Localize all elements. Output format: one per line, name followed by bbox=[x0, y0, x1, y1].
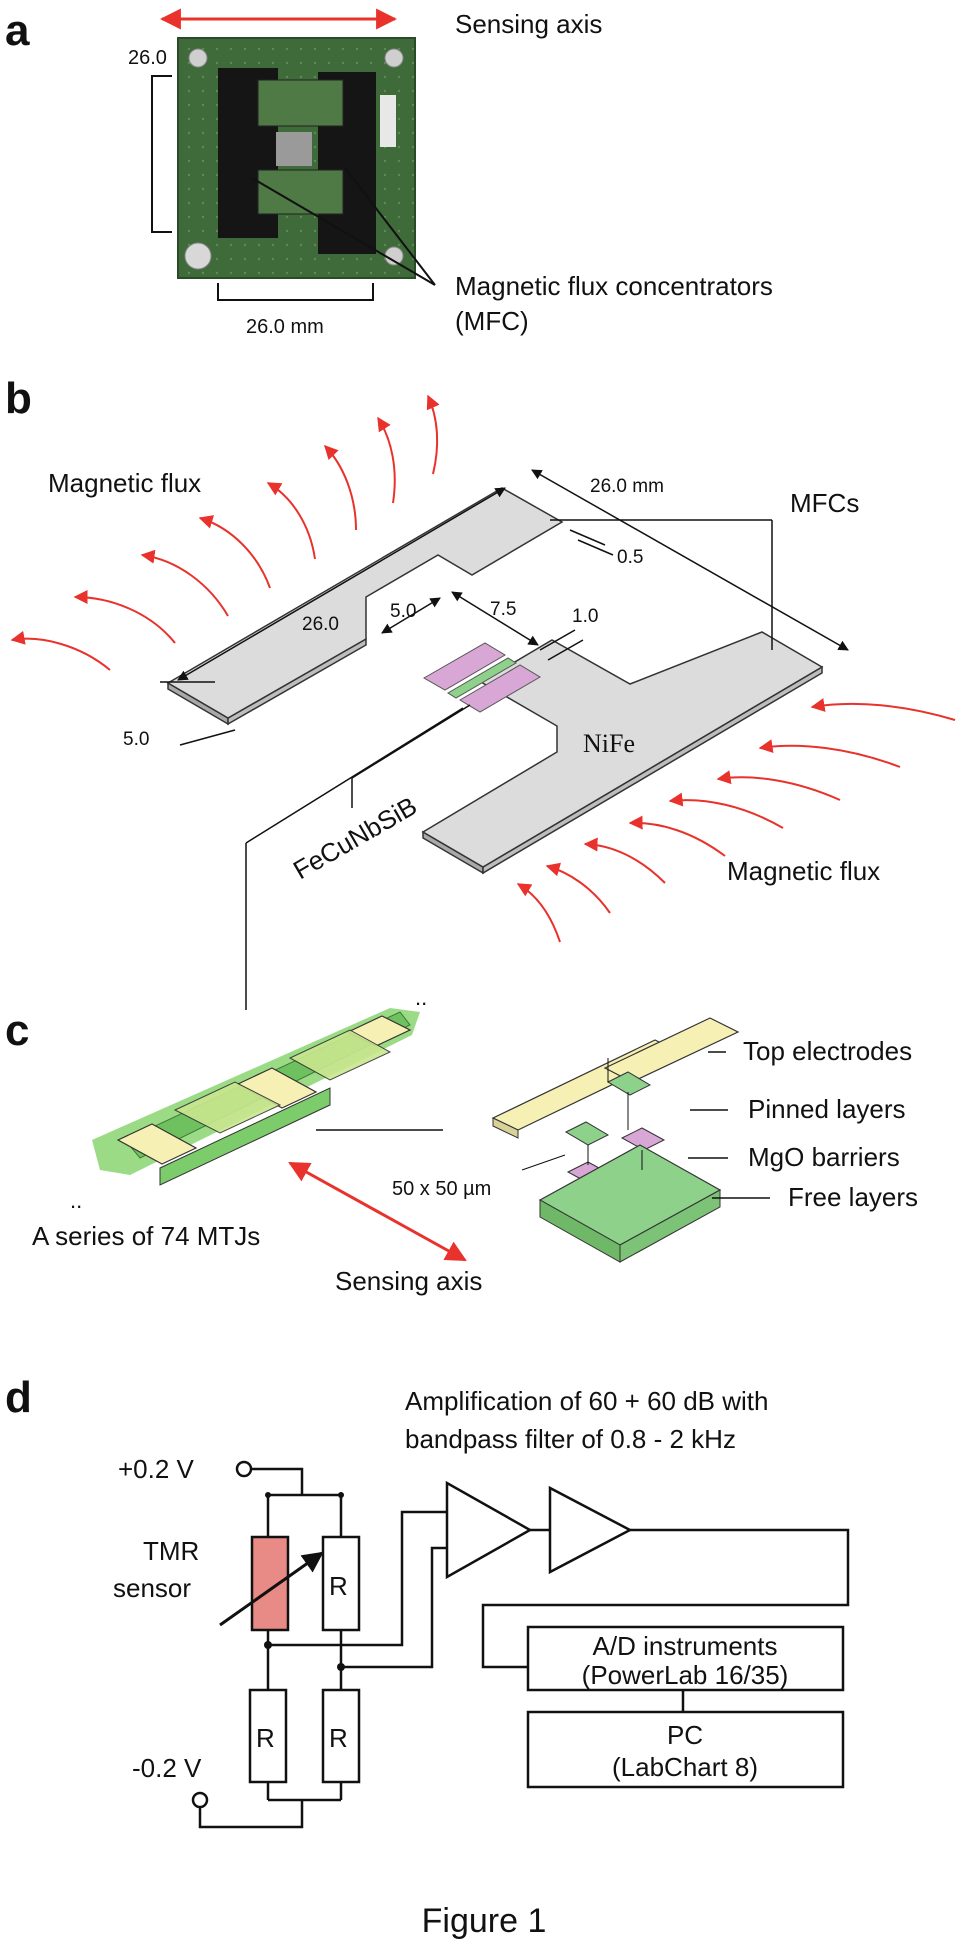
flux-arrows-lower-right bbox=[516, 698, 956, 943]
dim-7-5: 7.5 bbox=[490, 599, 516, 620]
sensing-axis-label: Sensing axis bbox=[455, 9, 602, 39]
width-5-0-bottom-mark-b bbox=[179, 729, 236, 746]
pinned-layers-label: Pinned layers bbox=[748, 1094, 906, 1124]
panel-letter-c: c bbox=[5, 1006, 29, 1055]
flux-label-left: Magnetic flux bbox=[48, 468, 201, 498]
top-electrodes-label: Top electrodes bbox=[743, 1036, 912, 1066]
free-layers-label: Free layers bbox=[788, 1182, 918, 1212]
tmr-label-line2: sensor bbox=[113, 1573, 191, 1603]
resistor-bottom-right bbox=[321, 1688, 361, 1784]
pc-line1: PC bbox=[667, 1720, 703, 1750]
dim-1-0: 1.0 bbox=[572, 606, 598, 627]
height-dimension bbox=[151, 75, 172, 233]
panel-a: a Sensing axis 26.0 26.0 mm Magnetic flu… bbox=[5, 6, 773, 338]
circuit-wires bbox=[198, 1467, 850, 1829]
vplus-terminal bbox=[235, 1460, 253, 1478]
flux-arrows-upper-left bbox=[10, 394, 440, 671]
flux-label-right: Magnetic flux bbox=[727, 856, 880, 886]
series-ellipsis-top: .. bbox=[415, 985, 427, 1010]
mfc-label-line1: Magnetic flux concentrators bbox=[455, 271, 773, 301]
dim-5-0-top: 5.0 bbox=[390, 601, 416, 622]
gap-0-5-mark-a bbox=[569, 529, 606, 546]
mtj-exploded bbox=[491, 1017, 740, 1263]
pcb-photo bbox=[177, 37, 416, 279]
amplifier-1 bbox=[445, 1480, 533, 1580]
nife-label: NiFe bbox=[583, 729, 635, 758]
resistor-bottom-left-label: R bbox=[256, 1723, 275, 1753]
gap-0-5-mark-b bbox=[577, 539, 614, 556]
node-right bbox=[337, 1663, 345, 1671]
amplification-line2: bandpass filter of 0.8 - 2 kHz bbox=[405, 1424, 736, 1454]
dim-26-0: 26.0 bbox=[302, 614, 339, 635]
panel-letter-a: a bbox=[5, 6, 30, 55]
size-pointer bbox=[521, 1154, 566, 1171]
tmr-variable-arrow bbox=[219, 1551, 324, 1627]
ad-instruments-line1: A/D instruments bbox=[593, 1631, 778, 1661]
mfc-plate-right bbox=[421, 631, 824, 875]
width-dimension-label: 26.0 mm bbox=[246, 316, 324, 338]
panel-c: c .. .. A series of 74 MTJs Sensing axis bbox=[5, 985, 918, 1296]
amplification-line1: Amplification of 60 + 60 dB with bbox=[405, 1386, 768, 1416]
length-26mm-dimension bbox=[531, 469, 849, 651]
dim-0-5: 0.5 bbox=[617, 547, 643, 568]
node-left bbox=[264, 1641, 272, 1649]
fecunbsib-pointer bbox=[351, 704, 471, 808]
sensing-axis-label-c: Sensing axis bbox=[335, 1266, 482, 1296]
resistor-top-right bbox=[321, 1535, 361, 1632]
resistor-bottom-right-label: R bbox=[329, 1723, 348, 1753]
length-26-dimension bbox=[177, 487, 506, 681]
tmr-sensor bbox=[250, 1535, 290, 1632]
width-5-0-dimension bbox=[381, 597, 441, 634]
amplifier-2 bbox=[548, 1485, 633, 1575]
gap-1-0-mark-b bbox=[547, 639, 584, 661]
dim-26mm: 26.0 mm bbox=[590, 476, 664, 497]
gap-7-5-dimension bbox=[451, 591, 539, 646]
ad-instruments-box bbox=[526, 1625, 845, 1692]
ad-instruments-line2: (PowerLab 16/35) bbox=[582, 1660, 789, 1690]
gap-1-0-mark-a bbox=[539, 629, 576, 651]
mtj-connector-lines bbox=[587, 1058, 643, 1170]
pc-line2: (LabChart 8) bbox=[612, 1752, 758, 1782]
dim-5-0-bottom: 5.0 bbox=[123, 729, 149, 750]
mgo-barriers-label: MgO barriers bbox=[748, 1142, 900, 1172]
tmr-label-line1: TMR bbox=[143, 1536, 199, 1566]
mtj-size-label: 50 x 50 µm bbox=[392, 1178, 491, 1200]
sensing-axis-arrow-c bbox=[288, 1161, 467, 1262]
figure-caption: Figure 1 bbox=[422, 1902, 547, 1940]
mfcs-label: MFCs bbox=[790, 488, 859, 518]
series-ellipsis-bottom: .. bbox=[70, 1188, 82, 1213]
vminus-label: -0.2 V bbox=[132, 1753, 202, 1783]
panel-b: b Magnetic flux Magnetic flux bbox=[5, 374, 956, 1010]
panel-letter-d: d bbox=[5, 1373, 32, 1422]
resistor-bottom-left bbox=[248, 1688, 288, 1784]
vminus-terminal bbox=[191, 1791, 209, 1809]
width-dimension bbox=[217, 283, 374, 301]
series-label: A series of 74 MTJs bbox=[32, 1221, 260, 1251]
pc-box bbox=[526, 1710, 845, 1789]
mfc-pointer-right bbox=[344, 167, 436, 286]
panel-letter-b: b bbox=[5, 374, 32, 423]
height-dimension-label: 26.0 bbox=[128, 47, 167, 69]
panel-d: d Amplification of 60 + 60 dB with bandp… bbox=[5, 1373, 850, 1829]
vplus-label: +0.2 V bbox=[118, 1454, 195, 1484]
mfc-pointer-left bbox=[251, 177, 436, 286]
zoom-line-slope bbox=[245, 707, 464, 844]
resistor-top-right-label: R bbox=[329, 1571, 348, 1601]
mfc-label-line2: (MFC) bbox=[455, 306, 529, 336]
mtj-series bbox=[92, 1008, 420, 1186]
